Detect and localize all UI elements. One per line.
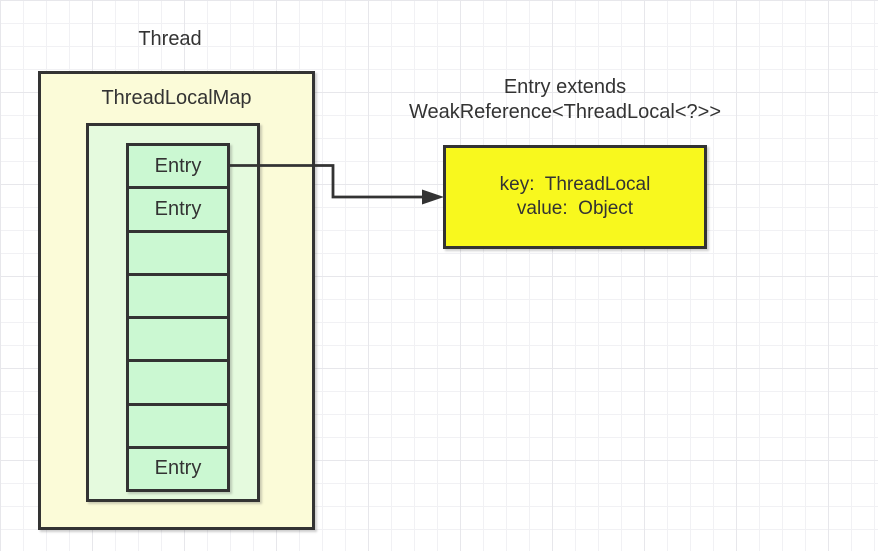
thread-title-label: Thread — [138, 28, 202, 50]
entry-cell-label: Entry — [154, 457, 202, 480]
entry-key-text: key: ThreadLocal — [499, 174, 651, 195]
entry-extends-caption: Entry extends WeakReference<ThreadLocal<… — [365, 75, 765, 125]
entry-cell — [129, 229, 227, 273]
entry-cell — [129, 316, 227, 360]
entry-cell-label: Entry — [154, 197, 202, 220]
entry-cell — [129, 359, 227, 403]
threadlocalmap-label: ThreadLocalMap — [101, 87, 252, 109]
caption-line-2: WeakReference<ThreadLocal<?>> — [408, 101, 722, 123]
entry-cell — [129, 402, 227, 446]
entry-cell-label: Entry — [154, 154, 202, 177]
entry-cell: Entry — [129, 186, 227, 230]
caption-line-1: Entry extends — [503, 76, 627, 98]
entry-detail-box: key: ThreadLocal value: Object — [443, 145, 707, 249]
arrowhead-icon — [422, 189, 444, 205]
entry-value-text: value: Object — [516, 198, 634, 219]
entry-cell — [129, 272, 227, 316]
entry-cell: Entry — [129, 146, 227, 187]
entry-table: Entry Entry Entry — [126, 143, 230, 492]
entry-cell: Entry — [129, 445, 227, 489]
